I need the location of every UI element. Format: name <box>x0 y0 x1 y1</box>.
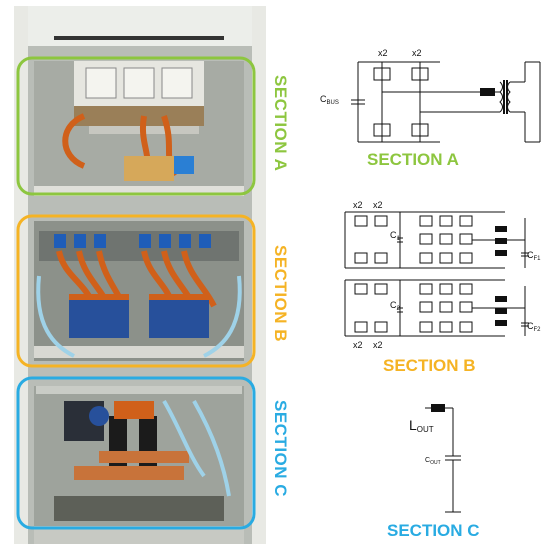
cf1-label: CF1 <box>527 250 541 262</box>
schematic-section-b: x2 x2 x2 x2 C1 C2 CF1 CF2 <box>344 200 541 350</box>
section-b-mult-top-2: x2 <box>373 200 383 210</box>
schematic-c-title: SECTION C <box>387 521 480 540</box>
section-c-frame <box>16 376 256 530</box>
section-a-frame <box>16 56 256 196</box>
schematic-section-a: x2 x2 CBUS <box>320 48 541 143</box>
section-a-mult-2: x2 <box>412 48 422 58</box>
cout-label: COUT <box>425 457 441 466</box>
cbus-label: CBUS <box>320 94 339 106</box>
section-b-mult-bot-1: x2 <box>353 340 363 350</box>
cabinet-photo <box>14 6 266 544</box>
lout-label: LOUT <box>409 417 434 434</box>
section-b-mult-top-1: x2 <box>353 200 363 210</box>
schematic-b-title: SECTION B <box>383 356 476 375</box>
section-a-mult-1: x2 <box>378 48 388 58</box>
section-b-mult-bot-2: x2 <box>373 340 383 350</box>
c2-label: C2 <box>390 300 401 312</box>
cf2-label: CF2 <box>527 321 541 333</box>
schematic-a-title: SECTION A <box>367 150 459 169</box>
schematic-section-c: LOUT COUT <box>409 404 461 513</box>
photo-section-b-label: SECTION B <box>271 245 290 343</box>
photo-section-c-label: SECTION C <box>271 400 290 498</box>
section-b-frame <box>16 214 256 368</box>
c1-label: C1 <box>390 230 401 242</box>
photo-section-a-label: SECTION A <box>271 75 290 172</box>
